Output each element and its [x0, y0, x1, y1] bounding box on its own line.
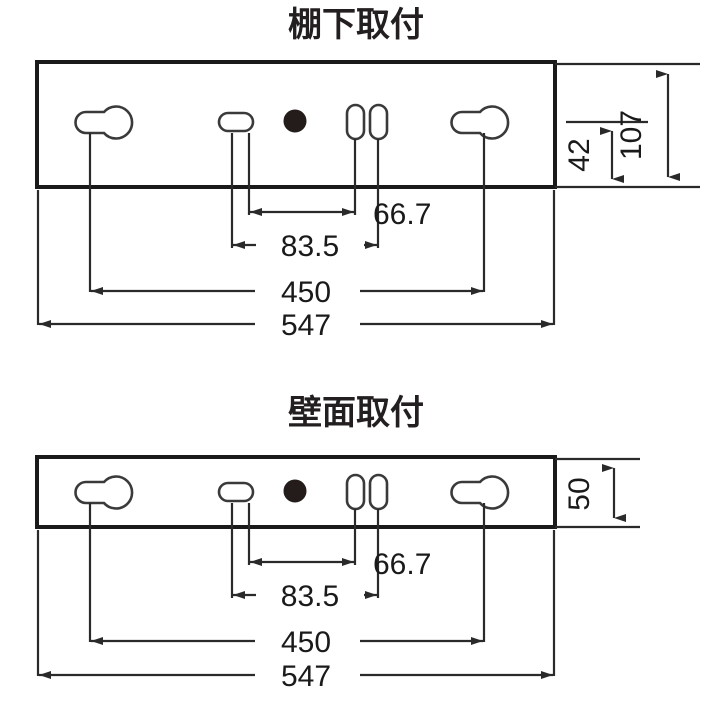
- lower-oval-slot-vertical-1: [345, 473, 366, 511]
- upper-oval-slot-horizontal: [217, 111, 255, 133]
- upper-horizontal-dims: 66.7 83.5 450 547: [39, 198, 553, 342]
- upper-dim-label-835: 83.5: [281, 230, 339, 263]
- lower-keyhole-slot-left: [74, 475, 134, 510]
- upper-dim-label-450-mask: [255, 273, 360, 309]
- lower-dim-label-450: 450: [281, 626, 331, 659]
- upper-dim-label-42: 42: [563, 138, 596, 171]
- lower-horizontal-dims: 66.7 83.5 450 547: [39, 548, 553, 693]
- upper-oval-slot-vertical-1: [345, 103, 366, 141]
- lower-round-hole-filled: [283, 479, 307, 503]
- upper-dim-label-835-mask: [256, 228, 364, 262]
- upper-vertical-dims: 107 42: [555, 62, 700, 189]
- lower-vertical-dims: 50: [555, 457, 640, 529]
- lower-dim-label-835-mask: [256, 578, 364, 612]
- upper-dim-label-667: 66.7: [373, 198, 431, 231]
- lower-dim-label-547: 547: [281, 660, 331, 693]
- lower-keyhole-slot-right: [450, 475, 510, 510]
- upper-plate-group: [35, 60, 557, 189]
- upper-drawing-title: 棚下取付: [288, 5, 424, 45]
- upper-keyhole-slot-right: [450, 105, 510, 140]
- lower-dim-label-547-mask: [255, 657, 360, 693]
- upper-dim-label-107: 107: [615, 110, 648, 160]
- lower-dim-label-450-mask: [255, 623, 360, 659]
- lower-oval-slot-horizontal: [217, 481, 255, 503]
- lower-extension-lines: [36, 503, 556, 676]
- upper-dim-label-547-mask: [255, 306, 360, 342]
- upper-oval-slot-vertical-2: [368, 103, 389, 141]
- lower-dim-label-50: 50: [563, 477, 596, 510]
- upper-extension-lines: [36, 133, 556, 325]
- upper-keyhole-slot-left: [74, 105, 134, 140]
- upper-dim-label-450: 450: [281, 276, 331, 309]
- lower-dim-label-835: 83.5: [281, 580, 339, 613]
- upper-dim-label-547: 547: [281, 309, 331, 342]
- upper-round-hole-filled: [283, 109, 307, 133]
- lower-oval-slot-vertical-2: [368, 473, 389, 511]
- lower-plate-group: [35, 455, 557, 529]
- lower-dim-label-667: 66.7: [373, 548, 431, 581]
- lower-drawing-title: 壁面取付: [288, 393, 424, 433]
